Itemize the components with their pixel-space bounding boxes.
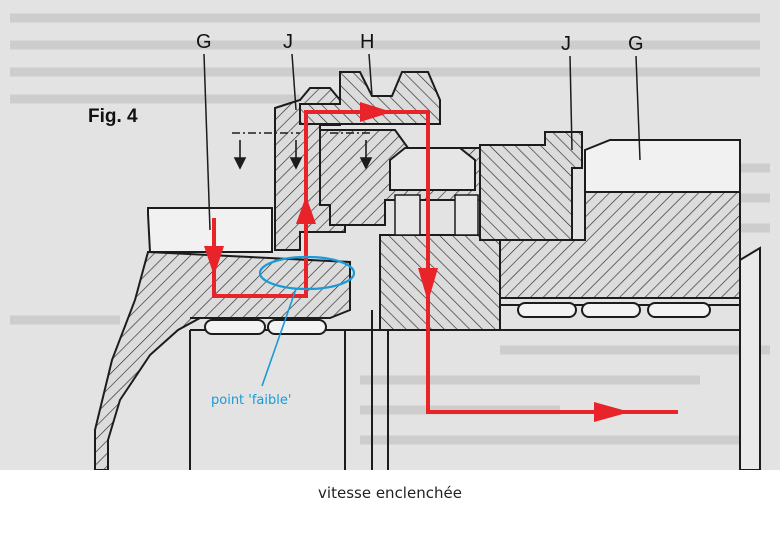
dimension-marks — [232, 132, 373, 170]
arrow-down-left — [204, 246, 224, 276]
needle-bearing-right — [517, 302, 711, 318]
figure-caption: vitesse enclenchée — [318, 484, 462, 502]
force-flow-path — [212, 110, 678, 414]
arrow-right-top — [360, 102, 392, 122]
label-j-right: J — [561, 33, 571, 55]
main-shaft — [189, 304, 740, 470]
label-h: H — [360, 31, 374, 53]
synchro-ring-right-j — [479, 131, 583, 241]
label-g-left: G — [196, 31, 212, 53]
needle-bearing-left — [204, 319, 327, 335]
weak-point-marker — [258, 255, 356, 387]
force-flow-arrowheads — [204, 102, 630, 422]
weak-point-label: point 'faible' — [211, 393, 291, 408]
arrow-right-bottom — [594, 402, 630, 422]
arrow-down-right — [418, 268, 438, 302]
figure-title: Fig. 4 — [88, 106, 138, 127]
gear-right-g — [499, 139, 761, 470]
central-hub — [379, 194, 501, 331]
arrow-up-middle — [296, 196, 316, 224]
scanned-figure: G J H J G Fig. 4 point 'faible' — [0, 0, 780, 470]
label-j-left: J — [283, 31, 293, 53]
label-g-right: G — [628, 33, 644, 55]
